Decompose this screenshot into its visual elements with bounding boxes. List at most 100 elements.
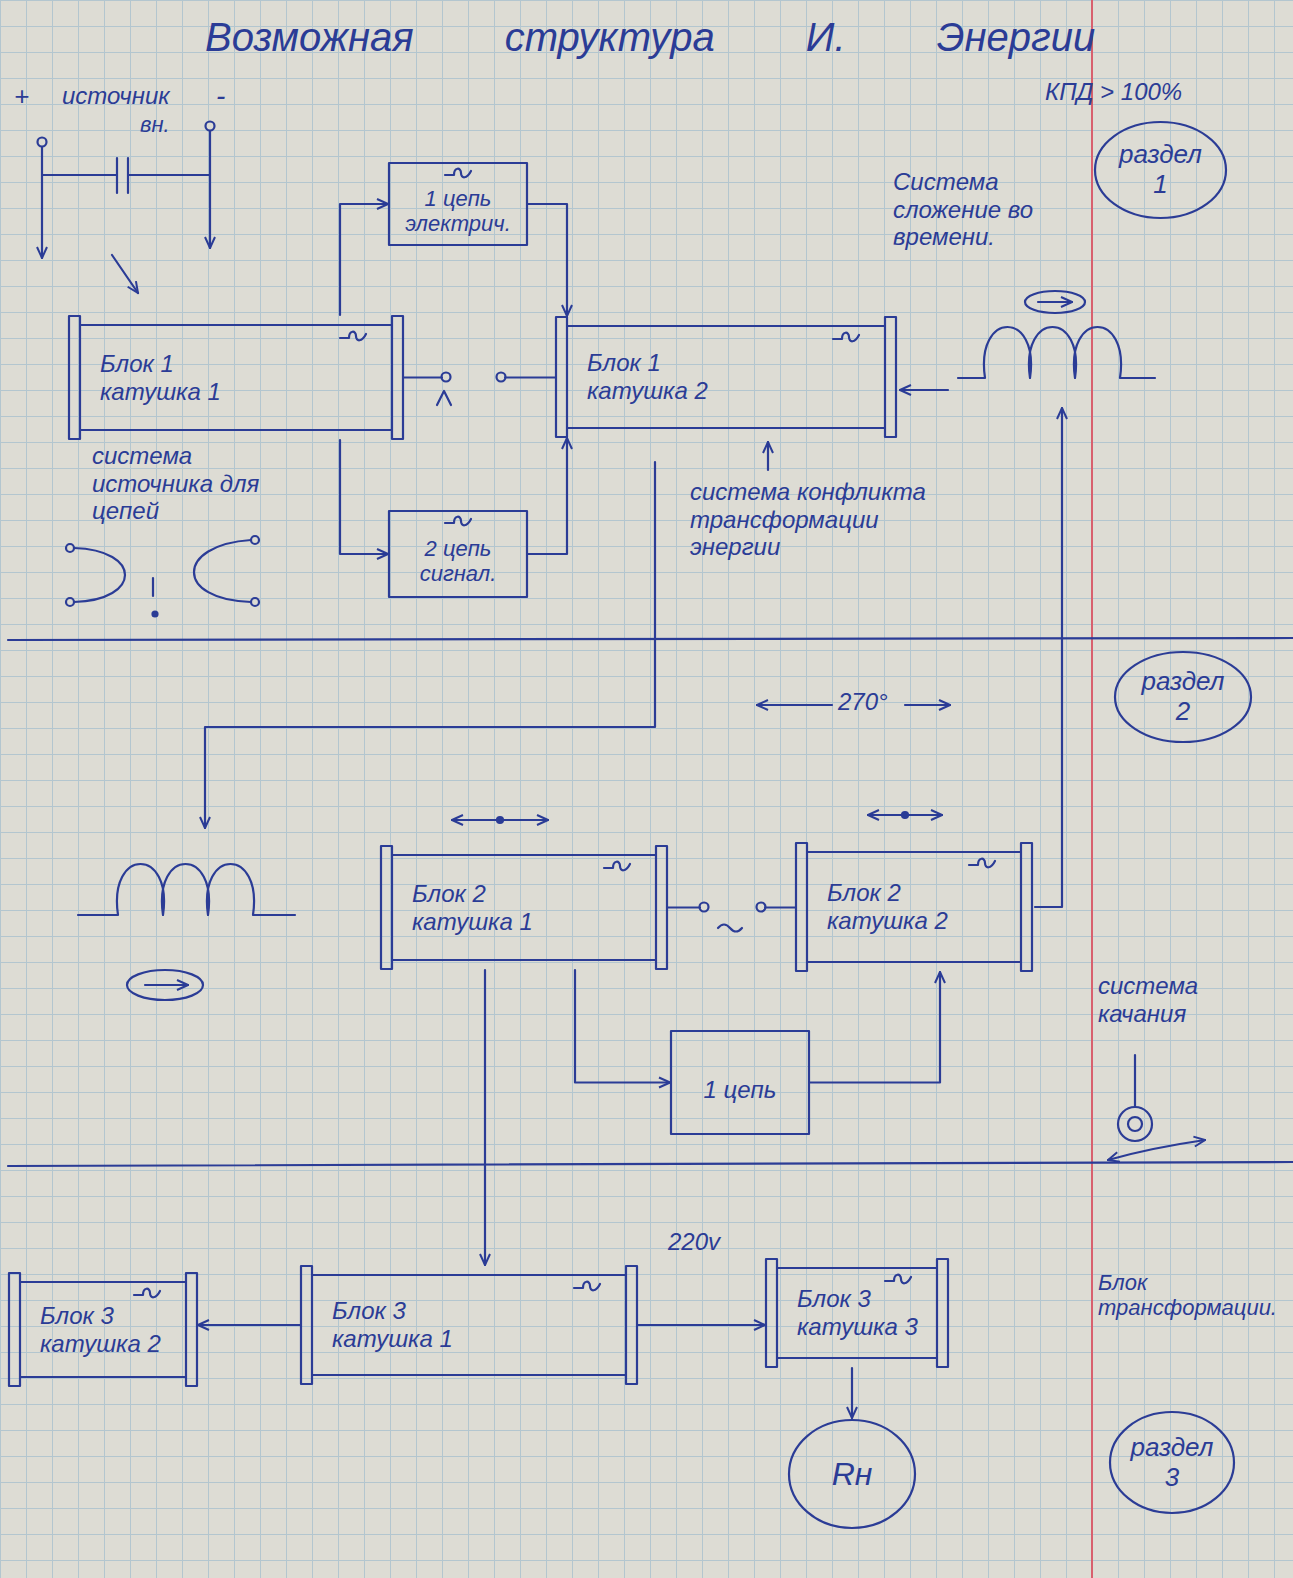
source-symbol [38, 122, 215, 259]
coil-block-outline [626, 1266, 637, 1384]
circuit-box-outline [671, 1031, 809, 1134]
box-text: 2 цепь сигнал. [396, 536, 520, 587]
source-symbol [117, 158, 128, 193]
section-badge-outline [1115, 652, 1251, 742]
text-holder: раздел 3 [1126, 1433, 1218, 1493]
text-holder: 2 цепь сигнал. [396, 536, 520, 587]
section-badge-outline [1110, 1412, 1234, 1513]
coil-block-outline [20, 1376, 186, 1378]
circuit-box-outline [389, 511, 527, 597]
coil-mark [445, 169, 471, 178]
section-divider [8, 1162, 1293, 1166]
text-holder: Блок 3катушка 2 [40, 1302, 178, 1357]
coil-block: Блок 1катушка 2 [555, 316, 897, 438]
coil-block-outline [567, 325, 885, 327]
motion-arrow [497, 817, 503, 823]
section-badge: раздел 2 [1113, 650, 1253, 744]
load-resistor-circle-outline [789, 1420, 915, 1528]
circuit-box: 1 цепь [670, 1030, 810, 1135]
box-text: 1 цепь [704, 1076, 777, 1104]
box-text: Блок 2 [412, 880, 648, 908]
badge-text: раздел 2 [1133, 667, 1234, 727]
coil-block-outline [556, 317, 896, 437]
swing-symbol [1108, 1055, 1205, 1160]
source-switch-symbol [251, 536, 259, 544]
section-badge-outline [1095, 122, 1226, 218]
source-symbol [42, 174, 117, 176]
coil-block-outline [9, 1273, 20, 1386]
circuit-box-outline [671, 1031, 809, 1134]
coil-symbol [1038, 301, 1072, 303]
box-text: Блок 3 [40, 1302, 178, 1330]
box-text: 1 цепь электрич. [396, 186, 520, 237]
swing-symbol [1128, 1117, 1142, 1131]
box-text: Блок 1 [587, 349, 877, 377]
text-holder: Блок 1катушка 1 [100, 350, 384, 405]
connector [198, 1324, 300, 1326]
coil-block-outline [392, 959, 656, 961]
circuit-box-outline [389, 163, 527, 245]
coil-block-outline [381, 846, 392, 969]
section-badge: раздел 1 [1093, 120, 1228, 220]
box-text: катушка 2 [587, 377, 877, 405]
coil-block-outline [312, 1374, 626, 1376]
circuit-box: 1 цепь электрич. [388, 162, 528, 246]
text-holder: Блок 1катушка 2 [587, 349, 877, 404]
voltage-label: 220v [668, 1228, 720, 1256]
coil-block-outline [796, 843, 807, 971]
connector [810, 972, 940, 1083]
block-note: Блок трансформации. [1098, 1270, 1280, 1321]
section-badge-outline [1095, 122, 1226, 218]
coil-block-outline [766, 1259, 948, 1367]
badge-text: Rн [805, 1456, 899, 1493]
efficiency-note: КПД > 100% [1045, 78, 1182, 106]
coil-mark [574, 1282, 600, 1291]
coil-block-outline [807, 961, 1021, 963]
coil-block-outline [312, 1274, 626, 1276]
coil-block-outline [556, 317, 567, 437]
coil-block: Блок 3катушка 2 [8, 1272, 198, 1387]
coil-block-outline [807, 851, 1021, 853]
feedback-wire [900, 389, 948, 391]
coil-block: Блок 2катушка 1 [380, 845, 668, 970]
badge-text: раздел 3 [1126, 1433, 1218, 1493]
swing-symbol [1134, 1055, 1136, 1106]
connector [528, 204, 567, 316]
coil-block-outline [80, 429, 392, 431]
coil-block-outline [381, 846, 667, 969]
coil-block-outline [20, 1281, 186, 1283]
source-label: вн. [140, 112, 170, 137]
coil-block-outline [301, 1266, 637, 1384]
coil-mark [969, 859, 995, 868]
terminal-sign: - [216, 80, 225, 112]
connector [484, 970, 486, 1265]
coil-mark [340, 332, 366, 341]
coil-symbol [78, 291, 1155, 1000]
connector [638, 1324, 765, 1326]
coil-mark [604, 862, 630, 871]
motion-arrow [452, 705, 950, 823]
connector [668, 906, 795, 908]
terminal-sign: + [14, 82, 29, 112]
coil-block-outline [186, 1273, 197, 1386]
connector [340, 440, 388, 554]
system-note: система конфликта трансформации энергии [690, 478, 930, 561]
source-symbol [38, 138, 47, 147]
box-text: Блок 2 [827, 879, 1013, 907]
load-resistor-circle-outline [789, 1420, 915, 1528]
coil-block-outline [656, 846, 667, 969]
diagram-title: Возможная структура И. Энергии [205, 14, 1095, 60]
text-holder: Блок 2катушка 1 [412, 880, 648, 935]
text-holder: 1 цепь электрич. [396, 186, 520, 237]
system-note: система качания [1098, 972, 1223, 1027]
feedback-wire [1035, 408, 1062, 907]
source-switch-symbol [153, 612, 158, 617]
coil-block-outline [69, 316, 80, 439]
swing-symbol [1108, 1140, 1205, 1160]
coil-symbol [78, 864, 295, 915]
coil-block-outline [937, 1259, 948, 1367]
coil-block-outline [80, 324, 392, 326]
angle-label: 270° [838, 688, 888, 716]
sketch-layer [8, 122, 1293, 1167]
